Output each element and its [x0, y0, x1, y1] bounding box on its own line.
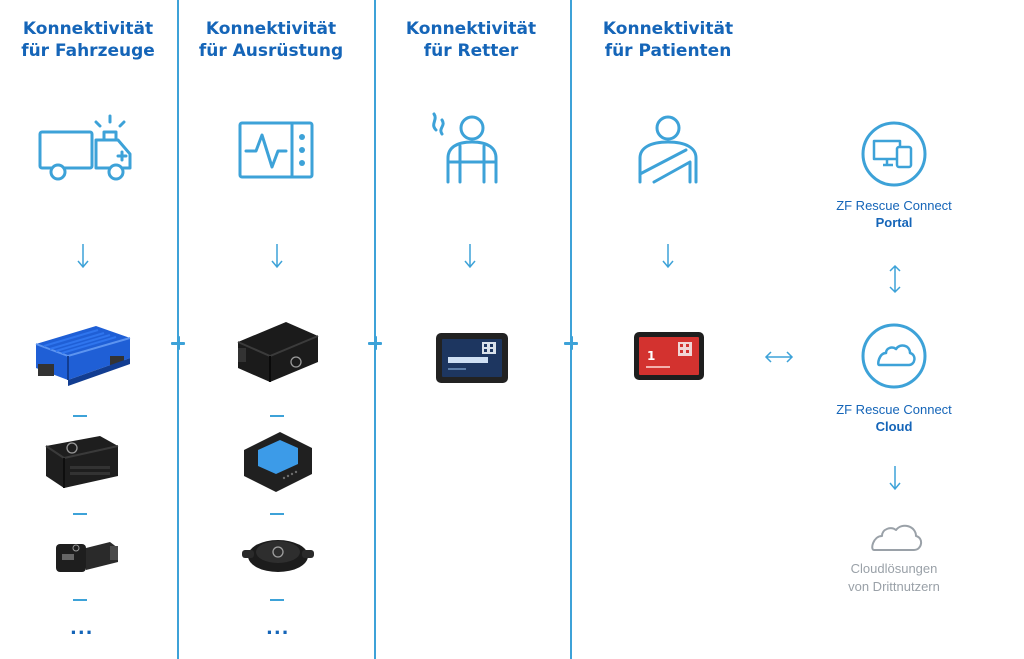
tablet-red: 1: [634, 332, 704, 380]
title-line-1: Konnektivität: [602, 19, 734, 39]
down-arrow-icon: [889, 466, 901, 491]
title-line-2: für Ausrüstung: [198, 41, 344, 61]
ambulance-truck-icon: [38, 114, 132, 181]
cloud-line-1: ZF Rescue Connect: [836, 402, 952, 417]
cloud-icon: [861, 323, 927, 389]
down-arrow-icon: [662, 244, 674, 269]
bluetooth-tag: [244, 432, 312, 492]
third-party-line-2: von Drittnutzern: [848, 579, 940, 594]
separator-dash: [73, 599, 87, 601]
portal-label: ZF Rescue Connect Portal: [804, 197, 984, 231]
more-dots: ...: [266, 618, 290, 639]
bidirectional-arrow-icon: [764, 351, 794, 363]
column-title-equipment: Konnektivität für Ausrüstung: [181, 18, 361, 62]
black-tracker: [237, 322, 319, 382]
separator-dash: [270, 513, 284, 515]
title-line-2: für Patienten: [604, 41, 732, 61]
column-title-vehicles: Konnektivität für Fahrzeuge: [0, 18, 178, 62]
third-party-cloud-icon: [871, 524, 922, 551]
column-divider: [570, 0, 572, 659]
rescuer-icon: [432, 112, 498, 184]
plus-icon: [170, 335, 186, 351]
down-arrow-icon: [271, 244, 283, 269]
title-line-1: Konnektivität: [205, 19, 337, 39]
separator-dash: [73, 415, 87, 417]
portal-line-2: Portal: [875, 215, 913, 230]
cloud-line-2: Cloud: [875, 419, 913, 434]
column-divider: [177, 0, 179, 659]
title-line-2: für Fahrzeuge: [21, 41, 155, 61]
bidirectional-vertical-arrow-icon: [889, 264, 901, 294]
plus-icon: [563, 335, 579, 351]
column-title-rescuers: Konnektivität für Retter: [381, 18, 561, 62]
separator-dash: [73, 513, 87, 515]
round-beacon: [242, 540, 314, 572]
portal-devices-icon: [861, 121, 927, 187]
title-line-2: für Retter: [423, 41, 519, 61]
down-arrow-icon: [77, 244, 89, 269]
cloud-label: ZF Rescue Connect Cloud: [804, 401, 984, 435]
column-divider: [374, 0, 376, 659]
medical-monitor-icon: [238, 121, 314, 179]
patient-icon: [638, 115, 698, 184]
third-party-line-1: Cloudlösungen: [850, 561, 938, 576]
title-line-1: Konnektivität: [405, 19, 537, 39]
portal-line-1: ZF Rescue Connect: [836, 198, 952, 213]
separator-dash: [270, 599, 284, 601]
blue-telematics-unit: [35, 326, 131, 386]
obd-dongle: [45, 436, 119, 488]
third-party-label: Cloudlösungen von Drittnutzern: [804, 560, 984, 596]
separator-dash: [270, 415, 284, 417]
svg-text:1: 1: [647, 349, 655, 363]
column-title-patients: Konnektivität für Patienten: [578, 18, 758, 62]
title-line-1: Konnektivität: [22, 19, 154, 39]
plus-icon: [367, 335, 383, 351]
more-dots: ...: [70, 618, 94, 639]
usb-car-charger: [56, 542, 118, 572]
tablet-blue: [436, 333, 508, 383]
down-arrow-icon: [464, 244, 476, 269]
